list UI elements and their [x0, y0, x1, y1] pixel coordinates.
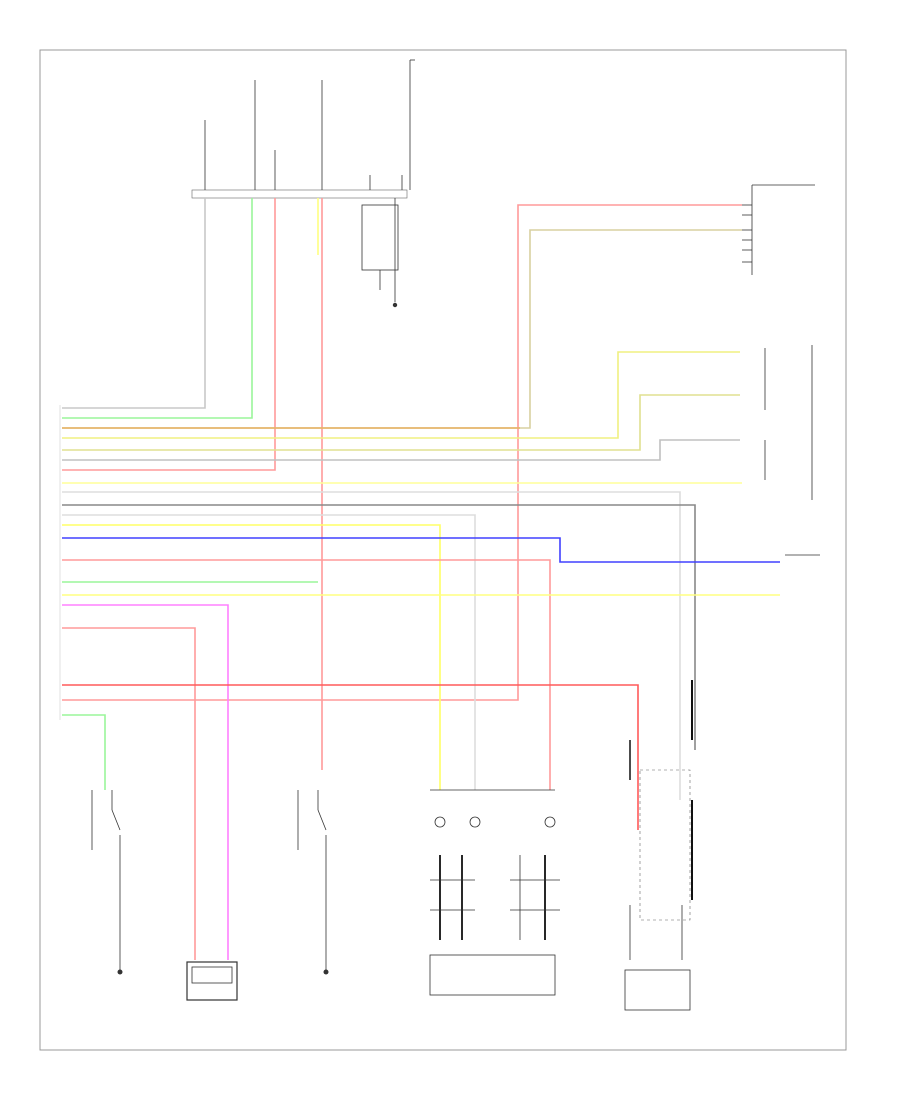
wires: [62, 198, 780, 960]
wire-white-2: [62, 514, 476, 790]
wire-blue: [62, 537, 780, 563]
passenger-seat-switch: [91, 790, 123, 975]
wire-red-top-left: [62, 198, 276, 471]
wire-red-seatbelt: [62, 627, 196, 960]
diagram-border: [39, 49, 847, 1051]
wire-yellow-bottom: [62, 524, 441, 790]
wire-yellow-right-1: [62, 351, 740, 439]
wire-red-lower: [62, 559, 551, 790]
right-mid-connectors: [764, 345, 820, 556]
airbag-module: [429, 789, 560, 996]
top-connector-group: [191, 59, 415, 308]
wire-light-green: [62, 198, 253, 419]
wire-gray: [62, 439, 740, 461]
front-impact-sensor: [624, 680, 693, 1011]
right-top-connector: [742, 184, 815, 275]
wire-white-1: [62, 198, 206, 409]
relay-box: [361, 204, 399, 271]
seat-belt-buckle: [186, 961, 238, 1001]
wire-bright-red: [62, 684, 639, 830]
wire-light-gray: [62, 491, 681, 800]
wire-red-right-loop: [62, 204, 742, 701]
driver-seat-switch: [297, 790, 329, 975]
wire-yellow-black: [62, 394, 740, 451]
wire-pink: [62, 604, 229, 960]
ground-symbol: [392, 302, 398, 308]
wire-black-gray: [62, 504, 696, 750]
wire-green-lower-left: [62, 714, 106, 790]
